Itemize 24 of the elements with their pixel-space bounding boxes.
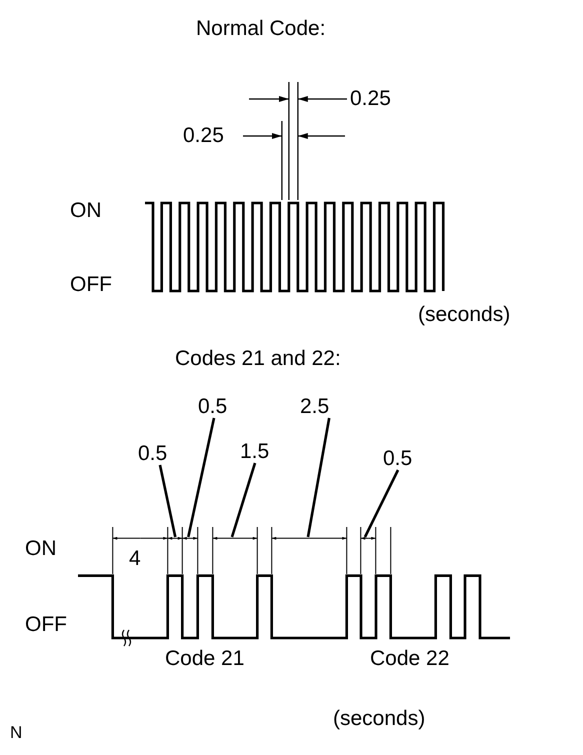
signal-level: ON [25, 538, 56, 559]
dimension-value: 1.5 [240, 441, 270, 462]
dimension-value: 0.5 [198, 396, 228, 417]
dimension-value: 2.5 [300, 396, 330, 417]
leader-line [187, 418, 216, 538]
figure-mark: N [10, 724, 22, 741]
code-label: Code 22 [370, 648, 450, 669]
time-unit: (seconds) [333, 708, 426, 729]
leader-line [364, 469, 400, 538]
code-label: Code 21 [165, 648, 244, 669]
time-unit: (seconds) [418, 304, 510, 325]
signal-level: OFF [25, 614, 67, 635]
panel-heading: Codes 21 and 22: [175, 348, 341, 369]
leader-line [306, 418, 330, 538]
dimension-value: 0.25 [350, 88, 391, 109]
dimension-value: 0.25 [183, 125, 224, 146]
signal-level: ON [70, 200, 102, 221]
dimension-value: 0.5 [383, 448, 412, 469]
panel-heading: Normal Code: [196, 18, 326, 39]
dimension-value: 0.5 [138, 443, 168, 464]
leader-line [158, 464, 177, 538]
dimension-value: 4 [129, 548, 141, 569]
leader-line [230, 462, 256, 538]
signal-level: OFF [70, 274, 112, 295]
